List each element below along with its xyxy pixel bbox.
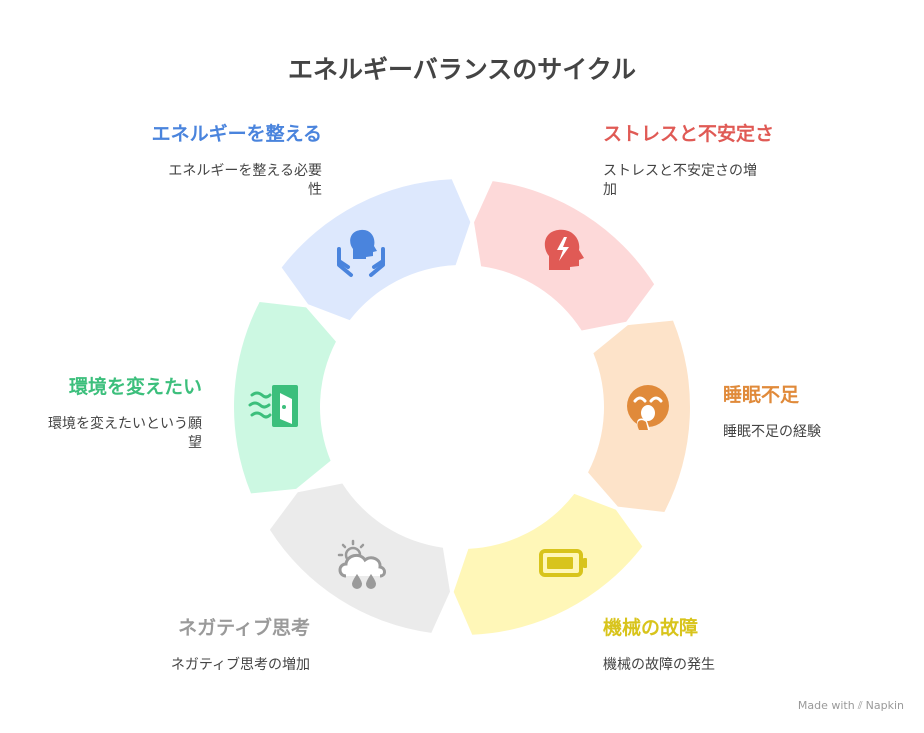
step-negative-thinking: ネガティブ思考 ネガティブ思考の増加 bbox=[110, 616, 310, 675]
step-description: 環境を変えたいという願望 bbox=[48, 416, 202, 451]
step-description: ネガティブ思考の増加 bbox=[170, 657, 310, 673]
step-heading: ネガティブ思考 bbox=[178, 617, 310, 639]
step-change-environment: 環境を変えたい 環境を変えたいという願望 bbox=[40, 375, 202, 453]
step-description: 睡眠不足の経験 bbox=[723, 424, 821, 440]
stressed-head-icon bbox=[544, 229, 584, 270]
step-heading: ストレスと不安定さ bbox=[603, 123, 775, 145]
step-heading: 環境を変えたい bbox=[68, 376, 202, 398]
low-battery-icon bbox=[539, 549, 587, 577]
step-description: ストレスと不安定さの増加 bbox=[603, 163, 757, 198]
yawning-face-icon bbox=[627, 385, 669, 430]
diagram-title: エネルギーバランスのサイクル bbox=[287, 55, 636, 84]
balanced-person-icon bbox=[337, 229, 385, 277]
cycle-icons bbox=[248, 229, 669, 589]
cycle-segments bbox=[234, 179, 691, 635]
step-heading: エネルギーを整える bbox=[151, 123, 322, 145]
rain-cloud-icon bbox=[337, 539, 386, 589]
exit-door-icon bbox=[248, 385, 298, 427]
step-description: エネルギーを整える必要性 bbox=[168, 163, 322, 198]
credit-text: Made with bbox=[797, 699, 855, 712]
step-heading: 機械の故障 bbox=[603, 617, 699, 639]
step-sleep: 睡眠不足 睡眠不足の経験 bbox=[723, 383, 903, 442]
step-machine-failure: 機械の故障 機械の故障の発生 bbox=[603, 616, 803, 675]
step-balance-energy: エネルギーを整える エネルギーを整える必要性 bbox=[112, 122, 322, 200]
napkin-logo-icon: ⫽ bbox=[857, 699, 863, 712]
napkin-credit[interactable]: Made with⫽Napkin bbox=[798, 699, 904, 713]
step-description: 機械の故障の発生 bbox=[603, 657, 715, 673]
step-heading: 睡眠不足 bbox=[723, 384, 800, 406]
credit-brand: Napkin bbox=[865, 699, 904, 712]
step-stress: ストレスと不安定さ ストレスと不安定さの増加 bbox=[603, 122, 833, 200]
